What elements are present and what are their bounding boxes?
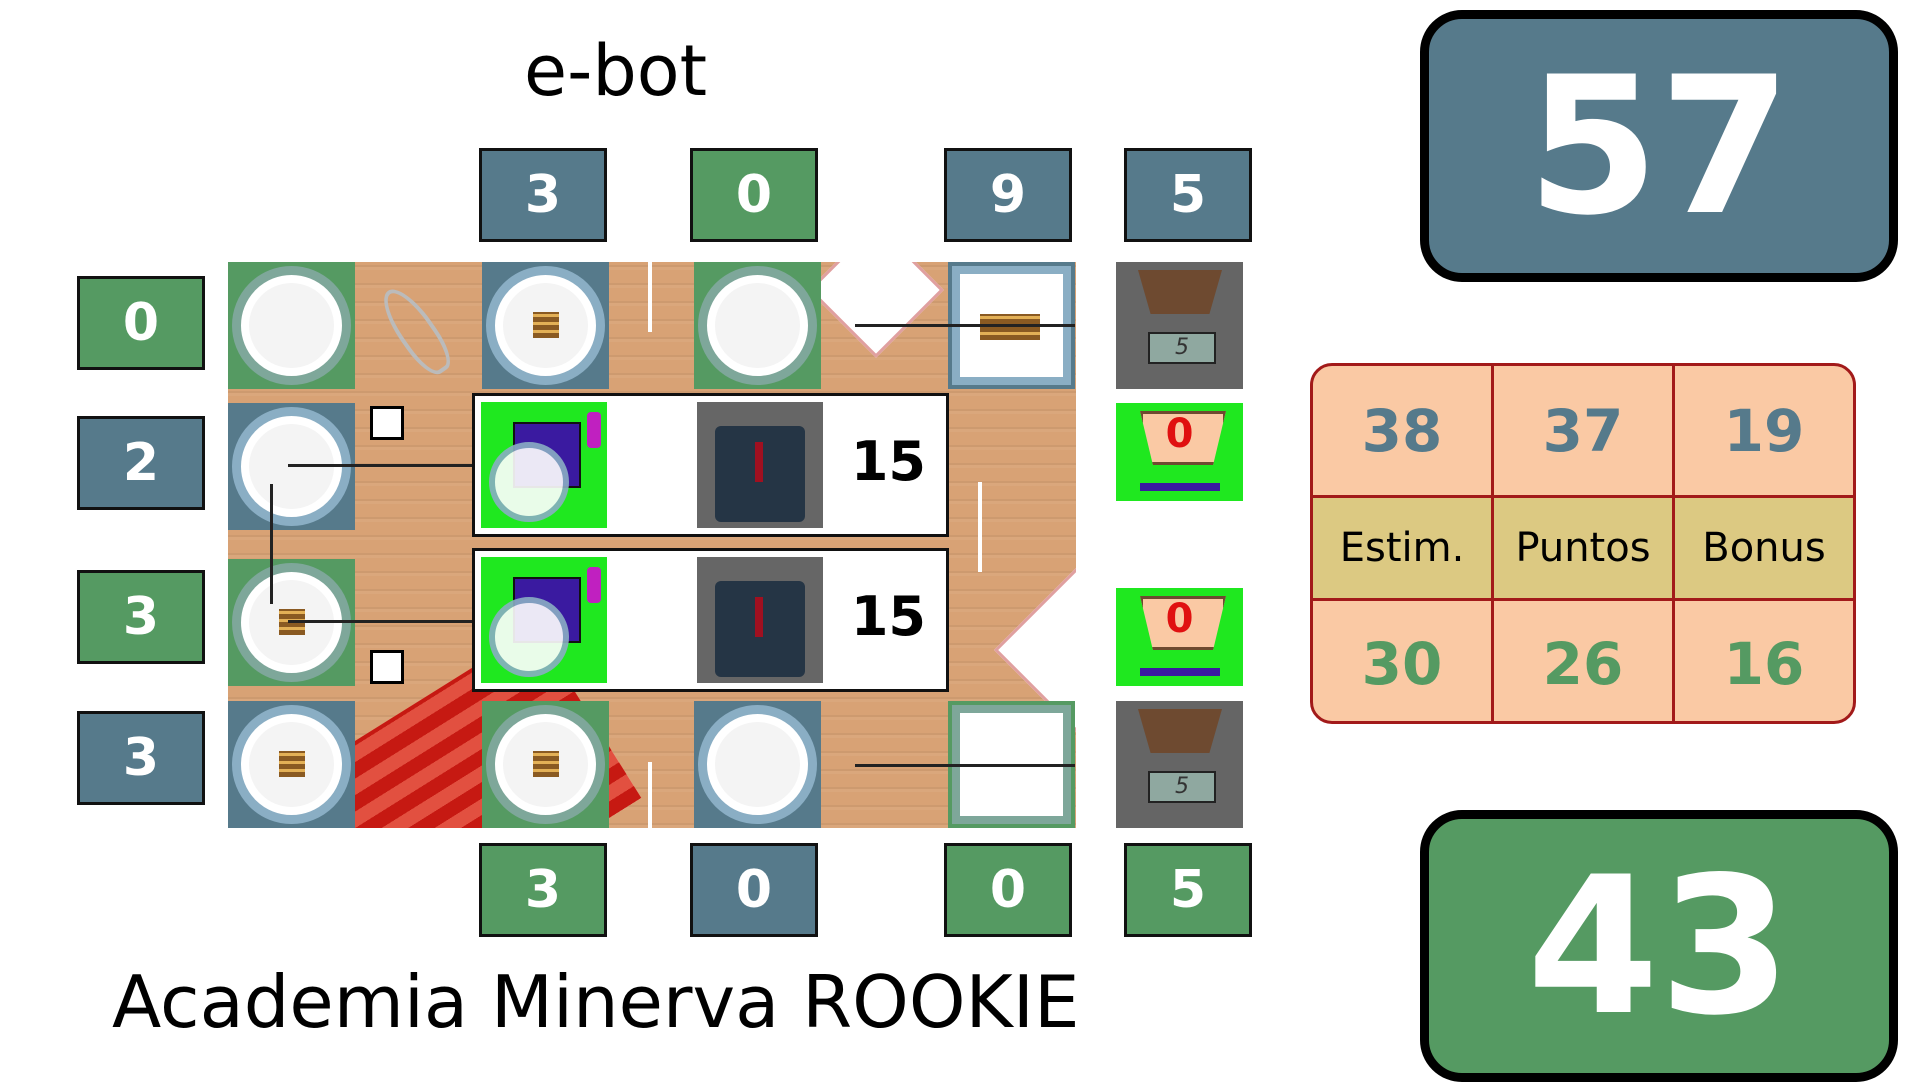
plate-icon (698, 705, 817, 824)
plate-icon (232, 705, 351, 824)
cup-count-bottom: 0 (1165, 596, 1194, 642)
row-count-1: 0 (77, 276, 205, 370)
marker-icon (370, 650, 404, 684)
dessert-icon (279, 751, 305, 777)
stat-bottom-puntos: 26 (1542, 630, 1624, 698)
score-bottom: 43 (1420, 810, 1898, 1082)
bottom-count-col-1: 3 (479, 843, 607, 937)
robot-icon-dark (697, 402, 823, 528)
stats-table: 38 37 19 Estim. Puntos Bonus 30 26 16 (1310, 363, 1856, 724)
bottom-count-col-2: 0 (690, 843, 818, 937)
stat-top-puntos: 37 (1542, 396, 1624, 465)
stat-label-estim: Estim. (1339, 525, 1465, 571)
robot-score-1: 15 (850, 430, 926, 493)
game-board (228, 262, 1076, 828)
bottom-count-col-3: 0 (944, 843, 1072, 937)
plate-icon (489, 442, 569, 522)
score-top: 57 (1420, 10, 1898, 282)
plate-icon (486, 266, 605, 385)
robot-panel-2: 15 (472, 548, 949, 692)
team-name-top: e-bot (524, 30, 708, 112)
top-count-col-4: 5 (1124, 148, 1252, 242)
robot-panel-1: 15 (472, 393, 949, 537)
track-line (855, 324, 1075, 327)
robot-icon-green (481, 557, 607, 683)
plate-icon (232, 266, 351, 385)
track-line (855, 764, 1075, 767)
stats-row-labels: Estim. Puntos Bonus (1313, 495, 1853, 601)
dessert-icon (533, 312, 559, 338)
row-count-3: 3 (77, 570, 205, 664)
traffic-light-icon (587, 567, 601, 603)
row-count-4: 3 (77, 711, 205, 805)
scale-display: 5 (1148, 771, 1216, 803)
tie-icon (755, 442, 763, 482)
cup-stand-icon (1140, 668, 1220, 676)
stat-label-bonus: Bonus (1702, 525, 1826, 571)
cup-count-top: 0 (1165, 411, 1194, 457)
scale-display: 5 (1148, 332, 1216, 364)
traffic-light-icon (587, 412, 601, 448)
bin-scale-top: 5 (1116, 262, 1243, 389)
robot-icon-green (481, 402, 607, 528)
dessert-icon (533, 751, 559, 777)
team-name-bottom: Academia Minerva ROOKIE (112, 960, 1080, 1044)
track-line (288, 620, 483, 623)
bin-scale-bottom: 5 (1116, 701, 1243, 828)
track-line (270, 484, 273, 604)
robot-icon-dark (697, 557, 823, 683)
cup-icon (1140, 411, 1226, 465)
dessert-stack-icon (980, 314, 1040, 340)
stat-label-puntos: Puntos (1515, 525, 1651, 571)
track-line (648, 762, 652, 828)
robot-score-2: 15 (850, 585, 926, 648)
cup-counter-top: 0 (1116, 403, 1243, 501)
track-line (648, 262, 652, 332)
stats-row-top: 38 37 19 (1313, 366, 1853, 495)
tie-icon (755, 597, 763, 637)
cup-stand-icon (1140, 483, 1220, 491)
plate-icon (489, 597, 569, 677)
plate-icon (698, 266, 817, 385)
stat-bottom-estim: 30 (1361, 630, 1443, 698)
stat-top-estim: 38 (1361, 396, 1443, 465)
track-line (288, 464, 483, 467)
bottom-count-col-4: 5 (1124, 843, 1252, 937)
basket-icon (1138, 709, 1222, 753)
top-count-col-2: 0 (690, 148, 818, 242)
stat-top-bonus: 19 (1723, 396, 1805, 465)
cup-counter-bottom: 0 (1116, 588, 1243, 686)
marker-icon (370, 406, 404, 440)
stats-row-bottom: 30 26 16 (1313, 601, 1853, 721)
row-count-2: 2 (77, 416, 205, 510)
basket-icon (1138, 270, 1222, 314)
top-count-col-1: 3 (479, 148, 607, 242)
stat-bottom-bonus: 16 (1723, 630, 1805, 698)
top-count-col-3: 9 (944, 148, 1072, 242)
track-line (978, 482, 982, 572)
